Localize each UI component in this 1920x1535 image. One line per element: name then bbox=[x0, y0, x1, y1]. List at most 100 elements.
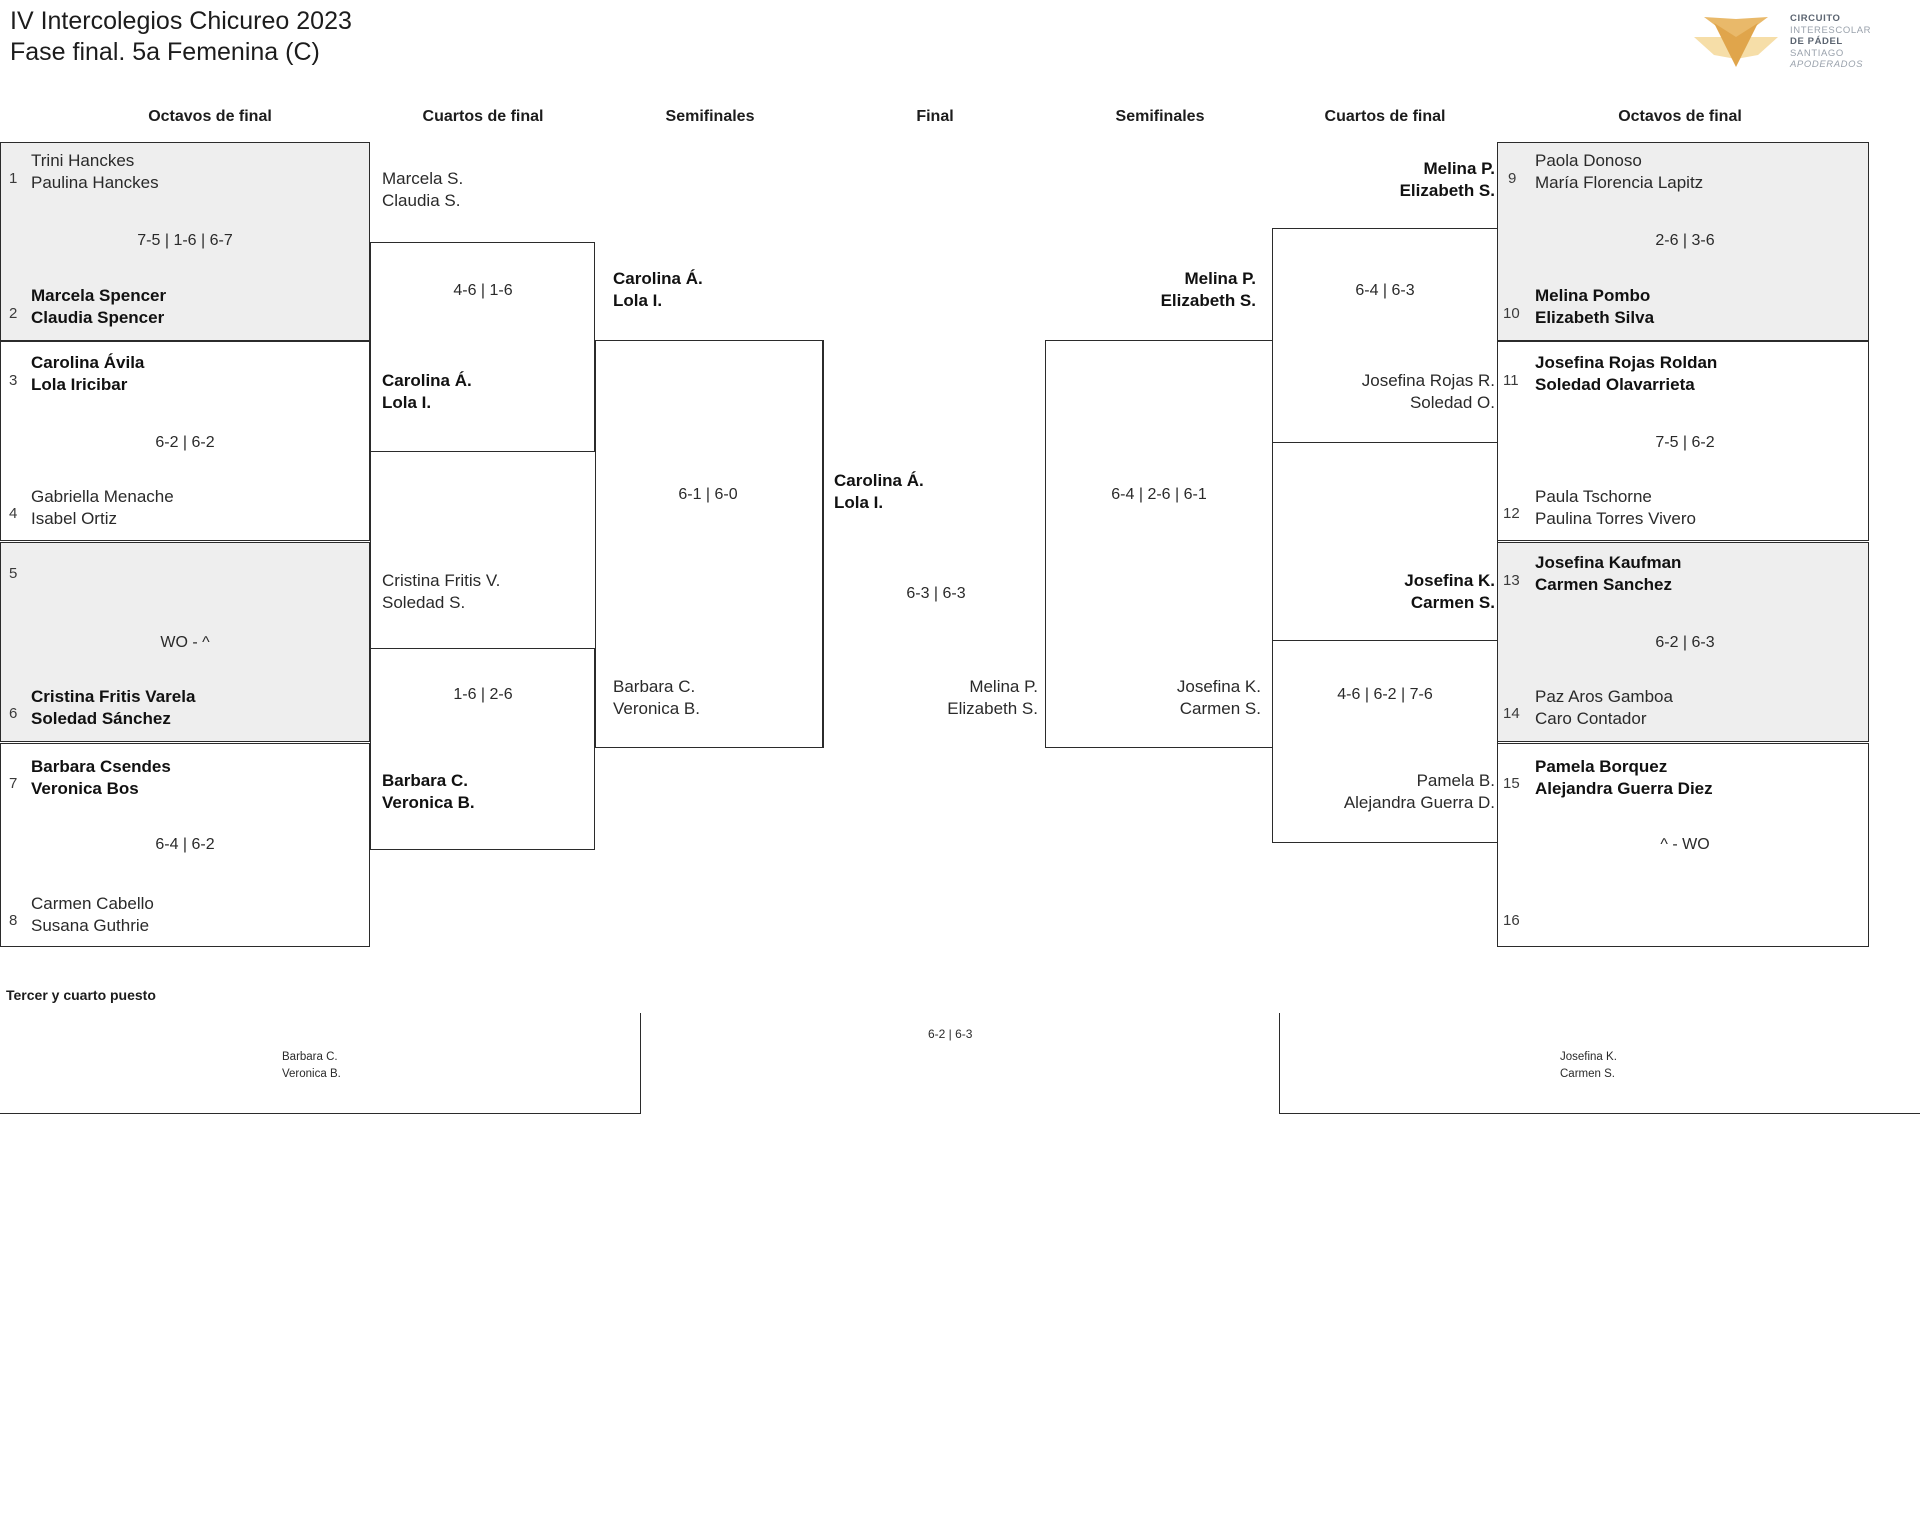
left-qf-score-2: 1-6 | 2-6 bbox=[453, 686, 513, 703]
left-r16-match-3[interactable] bbox=[0, 542, 370, 742]
left-qf-player-3b: Soledad S. bbox=[382, 593, 466, 612]
left-qf-match-1[interactable] bbox=[370, 242, 595, 452]
third-place-right-player-b: Carmen S. bbox=[1560, 1068, 1615, 1080]
right-r16-seed-12: 12 bbox=[1503, 505, 1520, 522]
right-sf-player-1b: Elizabeth S. bbox=[1160, 291, 1256, 310]
logo-line-5: APODERADOS bbox=[1790, 59, 1864, 70]
right-r16-match-1[interactable] bbox=[1497, 142, 1869, 341]
right-sf-player-1a: Melina P. bbox=[1184, 269, 1257, 288]
left-r16-seed-1: 1 bbox=[9, 170, 18, 187]
left-r16-score-4: 6-4 | 6-2 bbox=[155, 836, 215, 853]
logo-line-2: INTERESCOLAR bbox=[1790, 24, 1872, 36]
left-sf-player-1b: Lola I. bbox=[613, 291, 663, 310]
left-qf-player-1b: Claudia S. bbox=[382, 191, 461, 210]
left-r16-player-8b: Susana Guthrie bbox=[31, 916, 150, 935]
left-r16-player-6b: Soledad Sánchez bbox=[31, 709, 171, 728]
left-r16-player-2b: Claudia Spencer bbox=[31, 308, 165, 327]
left-r16-seed-7: 7 bbox=[9, 775, 18, 792]
left-r16-player-6a: Cristina Fritis Varela bbox=[31, 687, 196, 706]
third-place-left-baseline bbox=[0, 1113, 641, 1114]
right-r16-match-3[interactable] bbox=[1497, 542, 1869, 742]
left-qf-match-2[interactable] bbox=[370, 648, 595, 850]
left-r16-score-3: WO - ^ bbox=[160, 634, 210, 651]
logo-text: CIRCUITO INTERESCOLAR DE PÁDEL SANTIAGO … bbox=[1790, 13, 1871, 71]
right-sf-player-2a: Josefina K. bbox=[1176, 677, 1261, 696]
right-qf-player-2a: Josefina Rojas R. bbox=[1361, 371, 1495, 390]
right-r16-match-4[interactable] bbox=[1497, 743, 1869, 947]
right-r16-match-2[interactable] bbox=[1497, 341, 1869, 541]
left-sf-player-2b: Veronica B. bbox=[613, 699, 700, 718]
right-r16-player-9b: María Florencia Lapitz bbox=[1535, 173, 1704, 192]
right-r16-score-1: 2-6 | 3-6 bbox=[1655, 232, 1715, 249]
third-place-left-player-a: Barbara C. bbox=[282, 1051, 338, 1063]
left-r16-match-4[interactable] bbox=[0, 743, 370, 947]
left-r16-player-7a: Barbara Csendes bbox=[31, 757, 171, 776]
right-r16-seed-9: 9 bbox=[1508, 170, 1517, 187]
left-r16-player-4b: Isabel Ortiz bbox=[31, 509, 117, 528]
right-sf-player-2b: Carmen S. bbox=[1179, 699, 1261, 718]
right-qf-player-4b: Alejandra Guerra D. bbox=[1343, 793, 1495, 812]
right-r16-player-14a: Paz Aros Gamboa bbox=[1535, 687, 1673, 706]
right-r16-score-4: ^ - WO bbox=[1660, 836, 1710, 853]
right-r16-player-11b: Soledad Olavarrieta bbox=[1535, 375, 1695, 394]
final-score: 6-3 | 6-3 bbox=[906, 585, 966, 602]
logo-line-1: CIRCUITO bbox=[1790, 13, 1841, 24]
left-r16-match-2[interactable] bbox=[0, 341, 370, 541]
right-r16-player-12a: Paula Tschorne bbox=[1535, 487, 1652, 506]
left-r16-player-1b: Paulina Hanckes bbox=[31, 173, 159, 192]
right-r16-seed-16: 16 bbox=[1503, 912, 1520, 929]
right-r16-player-10a: Melina Pombo bbox=[1535, 286, 1651, 305]
third-place-left-player-b: Veronica B. bbox=[282, 1068, 341, 1080]
right-qf-player-4a: Pamela B. bbox=[1416, 771, 1495, 790]
left-sf-score: 6-1 | 6-0 bbox=[678, 486, 738, 503]
round-heading-right-r16: Octavos de final bbox=[1618, 108, 1742, 125]
left-r16-seed-6: 6 bbox=[9, 705, 18, 722]
round-heading-left-qf: Cuartos de final bbox=[422, 108, 544, 125]
tournament-logo: CIRCUITO INTERESCOLAR DE PÁDEL SANTIAGO … bbox=[1690, 5, 1912, 75]
left-qf-player-2a: Carolina Á. bbox=[382, 371, 472, 390]
right-r16-player-10b: Elizabeth Silva bbox=[1535, 308, 1655, 327]
final-player-top-b: Lola I. bbox=[834, 493, 884, 512]
right-qf-match-2[interactable] bbox=[1272, 640, 1498, 843]
right-qf-player-3a: Josefina K. bbox=[1404, 571, 1495, 590]
final-rail-left bbox=[823, 340, 824, 748]
left-r16-player-7b: Veronica Bos bbox=[31, 779, 139, 798]
left-r16-player-4a: Gabriella Menache bbox=[31, 487, 174, 506]
round-heading-right-qf: Cuartos de final bbox=[1324, 108, 1446, 125]
right-sf-score: 6-4 | 2-6 | 6-1 bbox=[1111, 486, 1207, 503]
right-sf-match[interactable] bbox=[1045, 340, 1273, 748]
left-r16-match-1[interactable] bbox=[0, 142, 370, 341]
right-qf-player-1b: Elizabeth S. bbox=[1399, 181, 1495, 200]
right-r16-player-9a: Paola Donoso bbox=[1535, 151, 1642, 170]
logo-line-3: DE PÁDEL bbox=[1790, 36, 1843, 47]
left-qf-score-1: 4-6 | 1-6 bbox=[453, 282, 513, 299]
third-place-score: 6-2 | 6-3 bbox=[928, 1027, 973, 1041]
right-r16-player-11a: Josefina Rojas Roldan bbox=[1535, 353, 1718, 372]
third-place-left-rail bbox=[640, 1013, 641, 1113]
third-place-right-rail bbox=[1279, 1013, 1280, 1113]
right-qf-match-1[interactable] bbox=[1272, 228, 1498, 443]
right-r16-seed-13: 13 bbox=[1503, 572, 1520, 589]
right-r16-player-15b: Alejandra Guerra Diez bbox=[1535, 779, 1713, 798]
left-sf-match[interactable] bbox=[595, 340, 823, 748]
left-r16-player-3b: Lola Iricibar bbox=[31, 375, 128, 394]
left-qf-player-4b: Veronica B. bbox=[382, 793, 475, 812]
left-r16-player-3a: Carolina Ávila bbox=[31, 353, 145, 372]
right-r16-player-13b: Carmen Sanchez bbox=[1535, 575, 1672, 594]
right-r16-seed-14: 14 bbox=[1503, 705, 1520, 722]
left-r16-seed-2: 2 bbox=[9, 305, 18, 322]
chevron-logo-icon bbox=[1694, 17, 1778, 67]
round-heading-right-sf: Semifinales bbox=[1115, 108, 1205, 125]
right-r16-player-14b: Caro Contador bbox=[1535, 709, 1647, 728]
left-r16-seed-4: 4 bbox=[9, 505, 18, 522]
title-line-2: Fase final. 5a Femenina (C) bbox=[10, 38, 320, 66]
third-place-title: Tercer y cuarto puesto bbox=[6, 987, 156, 1003]
left-qf-connector bbox=[370, 452, 371, 648]
final-player-top-a: Carolina Á. bbox=[834, 471, 924, 490]
right-qf-player-3b: Carmen S. bbox=[1410, 593, 1495, 612]
final-player-bottom-b: Elizabeth S. bbox=[947, 699, 1038, 718]
left-qf-player-1a: Marcela S. bbox=[382, 169, 464, 188]
left-qf-player-3a: Cristina Fritis V. bbox=[382, 571, 501, 590]
right-r16-seed-10: 10 bbox=[1503, 305, 1520, 322]
